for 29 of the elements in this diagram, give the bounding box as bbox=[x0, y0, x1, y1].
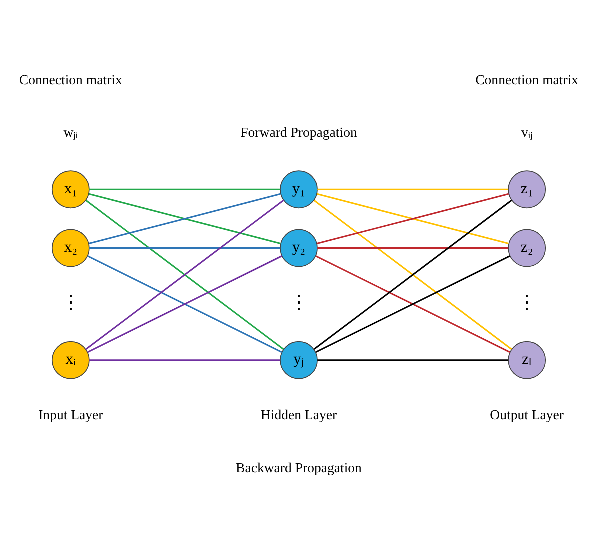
label: ⋮ bbox=[518, 292, 537, 314]
node-circle: zₗ bbox=[508, 340, 546, 379]
connector bbox=[90, 188, 280, 190]
node-circle: xᵢ bbox=[52, 340, 90, 379]
node-circle: z₁ bbox=[508, 170, 546, 208]
label: wⱼᵢ bbox=[64, 124, 78, 140]
node-circle: yⱼ bbox=[280, 340, 318, 379]
connector bbox=[318, 246, 509, 249]
node-circle: x₂ bbox=[52, 228, 90, 267]
connector bbox=[318, 359, 509, 361]
connector bbox=[90, 246, 280, 249]
connector bbox=[314, 199, 512, 350]
label: ⋮ bbox=[61, 292, 80, 314]
label: Hidden Layer bbox=[260, 407, 338, 422]
connector bbox=[86, 199, 284, 350]
label: Forward Propagation bbox=[240, 124, 358, 140]
node-circle: x₁ bbox=[52, 170, 90, 208]
label: Output Layer bbox=[490, 407, 564, 422]
label: vᵢⱼ bbox=[522, 124, 533, 140]
node-circle: z₂ bbox=[508, 228, 546, 267]
label: Connection matrix bbox=[476, 72, 579, 87]
label: ⋮ bbox=[290, 292, 308, 314]
connector bbox=[318, 188, 509, 190]
label: Connection matrix bbox=[19, 72, 122, 87]
connector bbox=[90, 359, 280, 361]
label: Input Layer bbox=[38, 407, 104, 422]
node-circle: y₂ bbox=[280, 228, 318, 267]
node-circle: y₁ bbox=[280, 170, 318, 208]
label: Backward Propagation bbox=[236, 460, 362, 475]
